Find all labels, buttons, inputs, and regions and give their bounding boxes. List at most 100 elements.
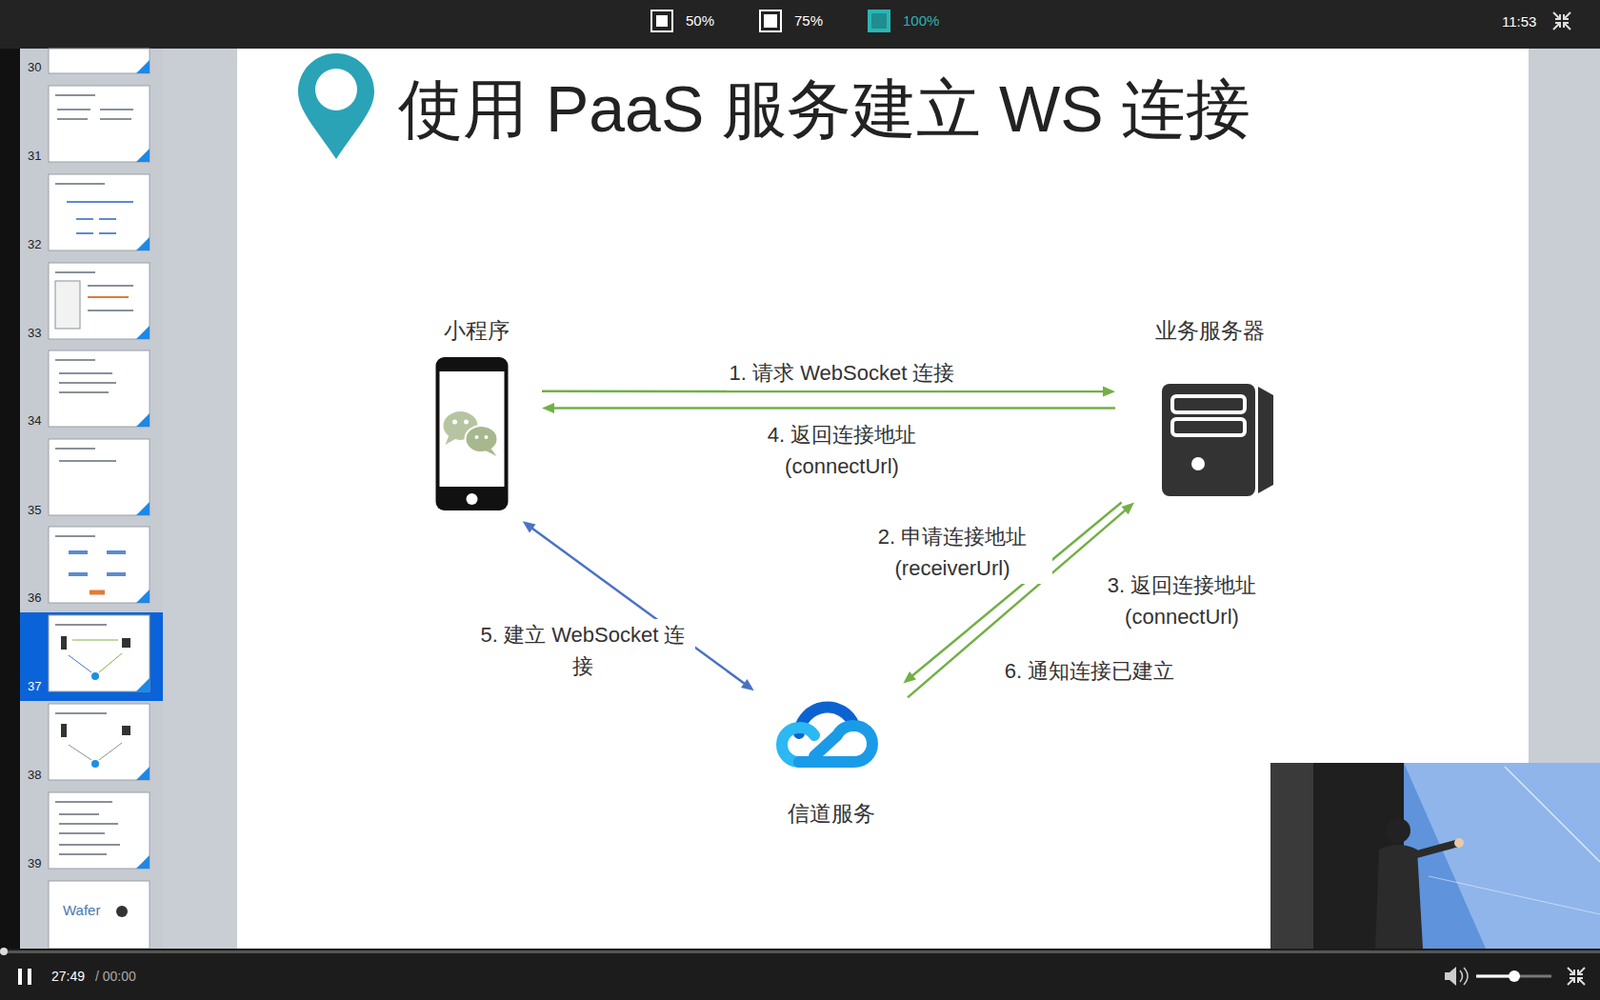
mini-cloud (91, 760, 100, 768)
video-screen (1403, 762, 1600, 949)
video-overlay (1270, 762, 1600, 949)
speaker-head (1385, 818, 1411, 843)
slide-number: 31 (27, 148, 41, 164)
video-screen-light (1403, 762, 1600, 949)
speaker-arm (1413, 843, 1456, 856)
server-node: 业务服务器 (1119, 316, 1300, 500)
mini-server (121, 725, 131, 736)
server-led (1191, 457, 1205, 471)
thumbnail (48, 880, 150, 949)
thumbnail (48, 85, 150, 162)
chat-bubble-tail (445, 435, 458, 445)
step-label: 6. 通知连接已建立 (1000, 655, 1179, 687)
node-label-group: 小程序 (414, 316, 539, 346)
slide-number: 34 (27, 413, 41, 429)
pin-shape (298, 53, 375, 160)
corner-mark (136, 237, 150, 251)
mini-line (55, 359, 96, 361)
edge-label: 1. 请求 WebSocket 连接 (725, 357, 960, 389)
video-wall (1270, 762, 1314, 949)
corner-mark (136, 589, 150, 603)
corner-mark (136, 325, 150, 340)
arrowhead (1121, 502, 1135, 516)
mini-phone (60, 723, 67, 738)
mini-server (121, 638, 131, 648)
corner-mark (136, 855, 150, 869)
server-icon (1161, 383, 1274, 497)
mini-line (99, 653, 122, 673)
thumbnail (48, 792, 150, 869)
mini-line (55, 800, 113, 803)
mini-line (100, 108, 134, 111)
server-drive (1172, 419, 1245, 436)
top-controls (651, 10, 1571, 32)
screen-line (1504, 766, 1600, 862)
arrowhead (1102, 386, 1116, 398)
bubble-eye (484, 435, 489, 440)
connector (541, 402, 1116, 414)
top-bar (0, 0, 1600, 49)
screen-line (1428, 876, 1600, 915)
pin-hole (315, 68, 358, 111)
mini-line (57, 108, 91, 111)
slide-number: 38 (27, 767, 41, 783)
corner-mark (136, 60, 150, 74)
connector-line (551, 406, 1116, 410)
current-time: 27:49 (51, 968, 85, 985)
phone-screen (440, 371, 505, 487)
side-strip (0, 48, 20, 949)
node-label-group: 业务服务器 (1119, 316, 1300, 346)
mini-line (68, 655, 92, 673)
location-pin-icon (298, 53, 375, 160)
mini-line (87, 284, 134, 287)
server-front (1161, 383, 1256, 497)
cloud-icon (770, 691, 883, 771)
slide-number: 30 (27, 60, 41, 76)
corner-mark (136, 413, 150, 427)
slide-title: 使用 PaaS 服务建立 WS 连接 (398, 70, 1251, 149)
mini-line (68, 550, 88, 555)
mini-line (59, 822, 119, 825)
selected-highlight (20, 612, 163, 701)
size-box-100 (871, 13, 887, 29)
bottom-controls (18, 966, 1585, 986)
edge-label: 5. 建立 WebSocket 连接 (470, 619, 696, 682)
cloud-node: 信道服务 (757, 685, 905, 829)
zoom-option-active: 100% (902, 12, 940, 30)
mini-line (59, 832, 105, 835)
mini-line (55, 271, 96, 274)
mini-line (87, 309, 134, 312)
mini-line (57, 118, 88, 120)
volume-waves (1460, 967, 1468, 985)
thumbnail (48, 439, 150, 516)
bottom-bar (0, 948, 1600, 1000)
phone-button (466, 493, 479, 505)
arrowhead (740, 679, 755, 691)
mini-line (59, 372, 113, 375)
bubble-eye (475, 435, 480, 440)
mini-cloud (91, 672, 100, 680)
mini-box (55, 280, 80, 329)
size-box-75 (760, 10, 781, 32)
slide-number: 35 (27, 502, 41, 519)
thumbnail (48, 703, 150, 780)
mini-line (99, 232, 117, 235)
mini-phone (60, 636, 67, 650)
node-label: 业务服务器 (1119, 316, 1300, 346)
slide-number: 36 (27, 590, 41, 606)
bubble-eye (452, 420, 458, 425)
thumbnail (48, 174, 150, 251)
server-drive (1172, 396, 1245, 413)
zoom-option: 75% (794, 12, 823, 30)
size-box-50 (656, 15, 668, 27)
mini-line (87, 296, 129, 299)
mini-line (99, 742, 122, 760)
arrowhead (541, 402, 555, 414)
mini-line (59, 381, 117, 384)
mini-mascot (116, 905, 128, 918)
speaker-hand (1454, 838, 1464, 848)
mini-line (106, 572, 126, 577)
slide-number: 33 (27, 325, 41, 341)
slide (237, 48, 1529, 949)
